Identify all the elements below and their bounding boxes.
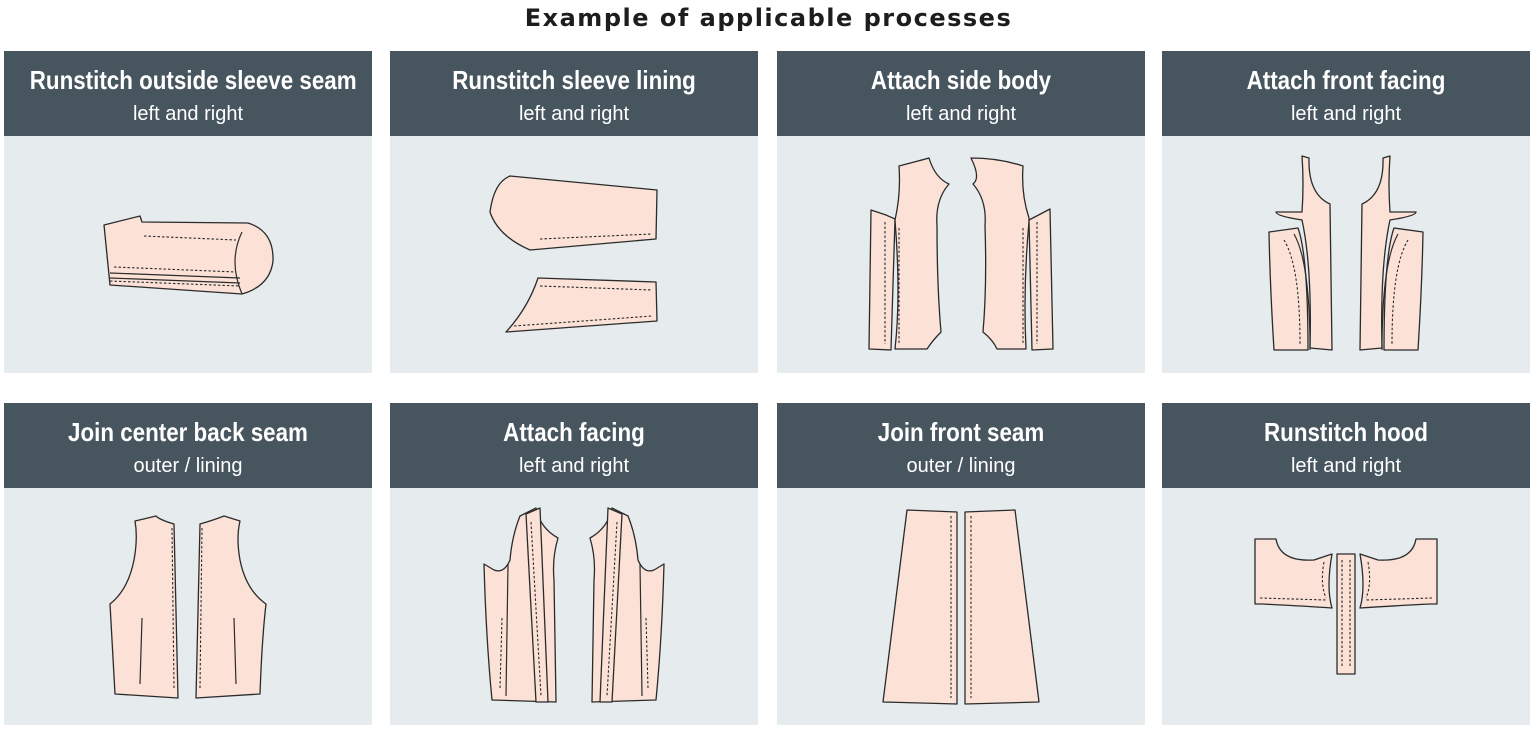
- process-card-join-front-seam: Join front seam outer / lining: [777, 403, 1145, 725]
- card-subtitle: left and right: [1290, 455, 1402, 477]
- card-header: Attach facing left and right: [390, 403, 758, 488]
- card-title: Runstitch outside sleeve seam: [29, 65, 357, 95]
- card-header: Attach front facing left and right: [1162, 51, 1530, 136]
- hood-icon: [1162, 488, 1530, 725]
- card-title: Attach front facing: [1246, 65, 1446, 95]
- card-header: Runstitch outside sleeve seam left and r…: [4, 51, 372, 136]
- process-card-join-center-back-seam: Join center back seam outer / lining: [4, 403, 372, 725]
- card-subtitle: left and right: [518, 103, 630, 125]
- card-header: Runstitch hood left and right: [1162, 403, 1530, 488]
- front-seam-icon: [777, 488, 1145, 725]
- card-header: Join front seam outer / lining: [777, 403, 1145, 488]
- process-card-attach-side-body: Attach side body left and right: [777, 51, 1145, 373]
- front-facing-icon: [1162, 136, 1530, 373]
- card-title: Join front seam: [877, 417, 1045, 447]
- card-title: Runstitch sleeve lining: [452, 65, 696, 95]
- sleeve-lining-icon: [390, 136, 758, 373]
- card-title: Join center back seam: [68, 417, 308, 447]
- card-title: Attach side body: [870, 65, 1052, 95]
- process-card-attach-facing: Attach facing left and right: [390, 403, 758, 725]
- process-card-runstitch-hood: Runstitch hood left and right: [1162, 403, 1530, 725]
- card-subtitle: outer / lining: [906, 455, 1016, 477]
- card-header: Join center back seam outer / lining: [4, 403, 372, 488]
- card-subtitle: left and right: [1290, 103, 1402, 125]
- card-title: Runstitch hood: [1264, 417, 1428, 447]
- card-header: Attach side body left and right: [777, 51, 1145, 136]
- card-subtitle: outer / lining: [133, 455, 243, 477]
- card-subtitle: left and right: [132, 103, 244, 125]
- process-card-runstitch-outside-sleeve-seam: Runstitch outside sleeve seam left and r…: [4, 51, 372, 373]
- process-card-runstitch-sleeve-lining: Runstitch sleeve lining left and right: [390, 51, 758, 373]
- process-card-attach-front-facing: Attach front facing left and right: [1162, 51, 1530, 373]
- side-body-icon: [777, 136, 1145, 373]
- card-subtitle: left and right: [518, 455, 630, 477]
- card-header: Runstitch sleeve lining left and right: [390, 51, 758, 136]
- sleeve-outside-seam-icon: [4, 136, 372, 373]
- page-title: Example of applicable processes: [524, 4, 1013, 32]
- center-back-seam-icon: [4, 488, 372, 725]
- facing-icon: [390, 488, 758, 725]
- card-title: Attach facing: [503, 417, 645, 447]
- card-subtitle: left and right: [905, 103, 1017, 125]
